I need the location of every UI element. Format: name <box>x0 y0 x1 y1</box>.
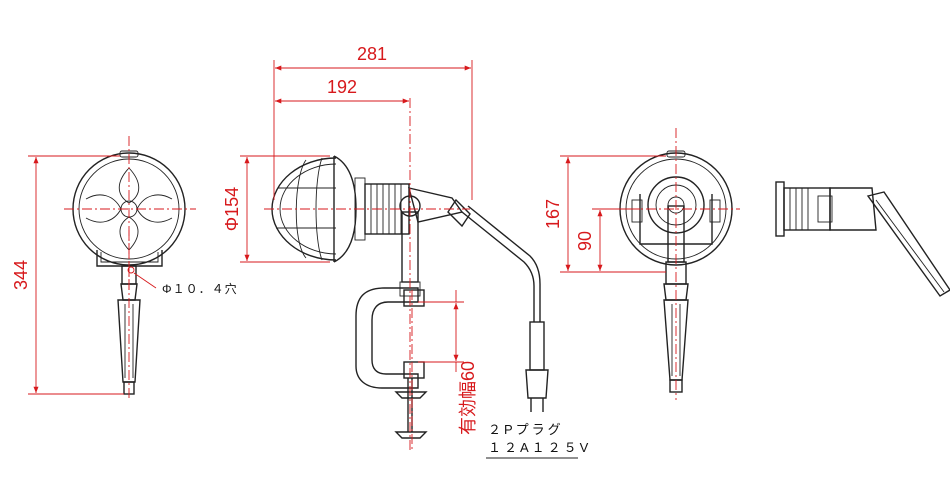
dim-total-depth: 281 <box>357 44 387 64</box>
dim-lamp-diameter: Φ154 <box>222 187 242 231</box>
note-plug-type: ２Pプラグ <box>488 422 564 437</box>
top-view <box>775 181 950 297</box>
dim-rear-height: 167 <box>543 199 563 229</box>
dim-clamp-opening: 有効幅60 <box>458 361 478 435</box>
dim-total-height: 344 <box>11 260 31 290</box>
note-hole-diameter: Φ１０．４穴 <box>162 281 238 296</box>
dim-depth-to-clamp: 192 <box>327 77 357 97</box>
dim-pivot-height: 90 <box>575 231 595 251</box>
note-plug-rating: １２A１２５V <box>488 440 591 455</box>
